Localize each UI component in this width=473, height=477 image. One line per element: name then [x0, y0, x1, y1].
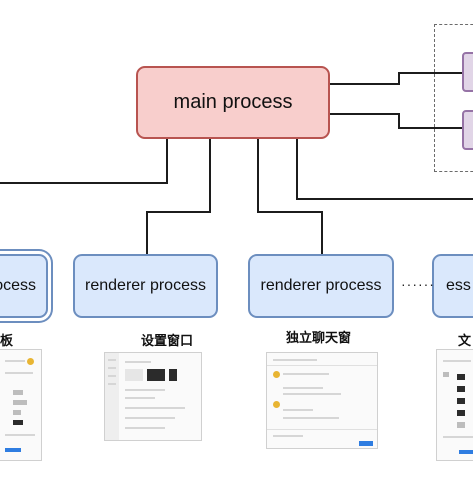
aux-process-group — [434, 24, 473, 172]
caption-settings-window: 设置窗口 — [141, 334, 194, 349]
renderer-process-label: ocess — [0, 277, 36, 294]
renderer-process-box-4: ess — [432, 254, 473, 318]
window-thumbnail-1 — [0, 349, 42, 461]
ellipsis: ······ — [401, 276, 435, 292]
renderer-process-label: renderer process — [260, 277, 382, 294]
renderer-process-label: ess — [446, 277, 471, 294]
main-process-box: main process — [136, 66, 330, 139]
renderer-process-label: renderer process — [85, 277, 206, 294]
aux-process-box-bottom — [462, 110, 473, 150]
window-thumbnail-chat — [266, 352, 378, 449]
caption-window-4: 文 — [458, 334, 472, 349]
window-thumbnail-settings — [104, 352, 202, 441]
renderer-process-box-1: ocess — [0, 254, 48, 318]
aux-process-box-top — [462, 52, 473, 92]
renderer-process-box-3: renderer process — [248, 254, 394, 318]
caption-chat-window: 独立聊天窗 — [286, 331, 352, 346]
caption-window-1: 板 — [0, 334, 14, 349]
window-thumbnail-4 — [436, 349, 473, 461]
main-process-label: main process — [173, 91, 293, 113]
renderer-process-box-2: renderer process — [73, 254, 218, 318]
